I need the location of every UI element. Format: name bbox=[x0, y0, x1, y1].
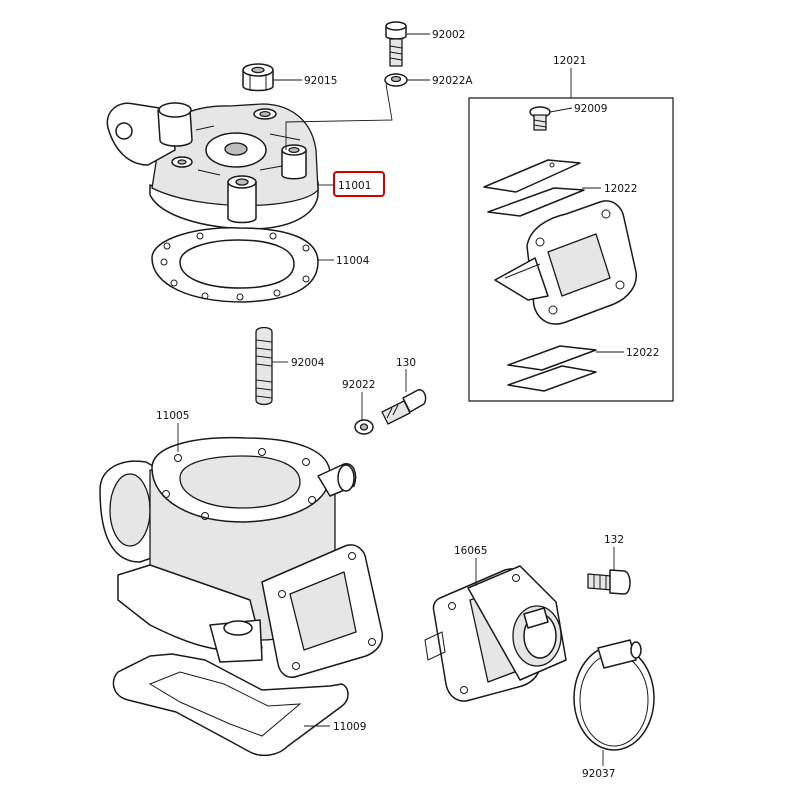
label-92004[interactable]: 92004 bbox=[291, 357, 325, 369]
label-92015[interactable]: 92015 bbox=[304, 75, 337, 87]
reed-valve-group-box bbox=[468, 97, 674, 402]
lug-hole bbox=[115, 122, 133, 140]
label-130[interactable]: 130 bbox=[396, 357, 416, 369]
bolt-130[interactable] bbox=[381, 389, 427, 425]
head-gasket-bore bbox=[179, 239, 295, 289]
spark-plug-hole bbox=[224, 142, 248, 156]
label-92022[interactable]: 92022 bbox=[342, 379, 375, 391]
label-132[interactable]: 132 bbox=[604, 534, 624, 546]
label-92002[interactable]: 92002 bbox=[432, 29, 465, 41]
hose-clamp[interactable] bbox=[573, 639, 655, 751]
plug-boss-top bbox=[158, 102, 192, 118]
stud-92004[interactable] bbox=[255, 326, 273, 406]
cylinder-bore bbox=[179, 455, 301, 509]
base-gasket[interactable] bbox=[112, 653, 349, 757]
washer-92022A[interactable] bbox=[384, 73, 408, 87]
intake-manifold[interactable] bbox=[424, 565, 567, 702]
label-11005[interactable]: 11005 bbox=[156, 410, 189, 422]
label-16065[interactable]: 16065 bbox=[454, 545, 487, 557]
base-gasket-outline bbox=[112, 653, 349, 757]
label-11009[interactable]: 11009 bbox=[333, 721, 366, 733]
cylinder[interactable] bbox=[99, 436, 384, 678]
bolt-92002[interactable] bbox=[385, 21, 407, 67]
cylinder-head[interactable] bbox=[106, 102, 319, 230]
label-11004[interactable]: 11004 bbox=[336, 255, 370, 267]
label-12022-lower[interactable]: 12022 bbox=[626, 347, 659, 359]
head-bolt-boss-front bbox=[227, 181, 257, 224]
label-12021[interactable]: 12021 bbox=[553, 55, 586, 67]
screw-92009[interactable] bbox=[529, 106, 551, 131]
reed-petal-upper[interactable] bbox=[483, 159, 585, 217]
label-92022A[interactable]: 92022A bbox=[432, 75, 473, 87]
reed-petal-lower[interactable] bbox=[507, 345, 597, 392]
label-92037[interactable]: 92037 bbox=[582, 768, 615, 780]
nut-92015[interactable] bbox=[242, 63, 274, 92]
reed-valve-group bbox=[468, 68, 674, 402]
highlight-box-11001 bbox=[333, 171, 385, 197]
reed-block[interactable] bbox=[494, 200, 637, 325]
label-12022-upper[interactable]: 12022 bbox=[604, 183, 637, 195]
leader-lines bbox=[177, 33, 624, 766]
bolt-132[interactable] bbox=[587, 569, 631, 595]
label-92009[interactable]: 92009 bbox=[574, 103, 607, 115]
head-gasket[interactable] bbox=[151, 227, 319, 303]
washer-92022[interactable] bbox=[354, 419, 374, 435]
plug-boss bbox=[157, 109, 193, 147]
clamp-screw-housing bbox=[597, 639, 637, 669]
part-labels: 92002 92015 92022A 11001 11004 12021 920… bbox=[156, 29, 659, 780]
label-11001[interactable]: 11001 bbox=[338, 180, 371, 192]
